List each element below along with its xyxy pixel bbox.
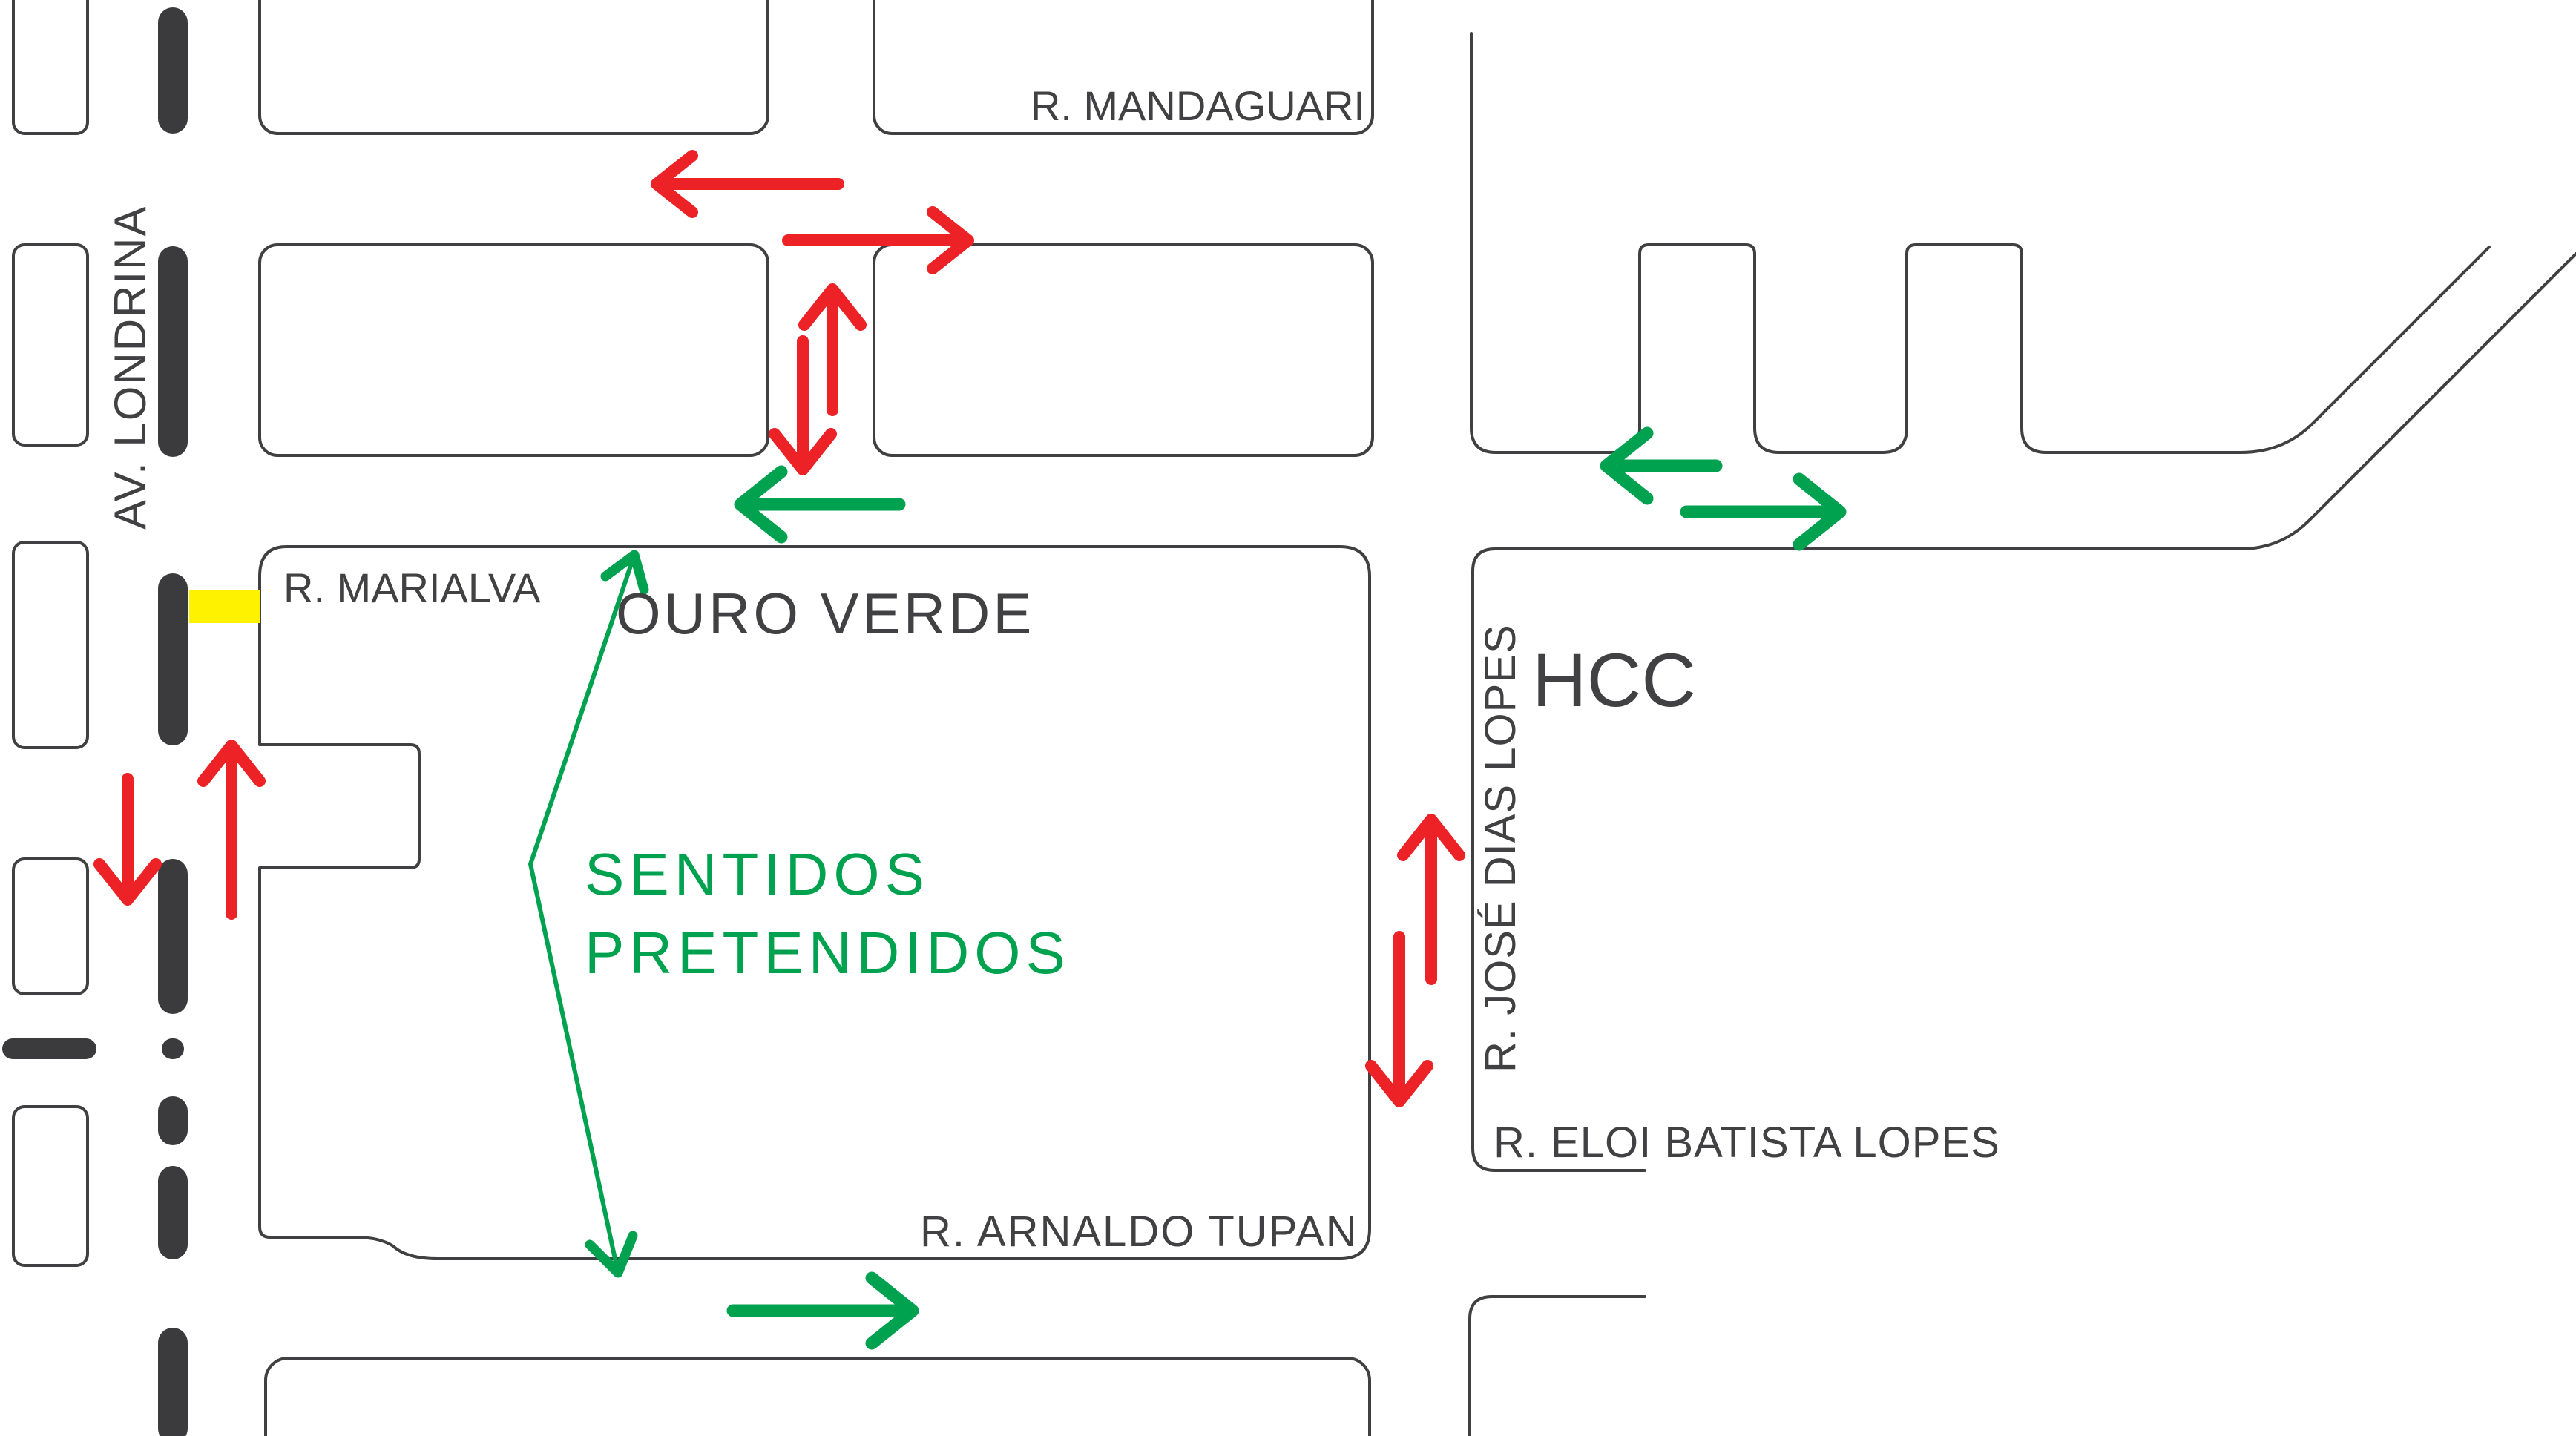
legend-pointer-head-down — [585, 1231, 638, 1278]
label-ouro-verde: OURO VERDE — [616, 581, 1034, 646]
median-dash — [158, 573, 188, 745]
block-west-row3 — [12, 541, 89, 749]
label-hcc: HCC — [1532, 638, 1696, 722]
block-west-row5 — [12, 1105, 89, 1267]
block-mandaguari — [873, 0, 1374, 135]
yellow-crossing-highlight — [189, 590, 260, 623]
label-r-jose-dias-lopes: R. JOSÉ DIAS LOPES — [1476, 624, 1525, 1073]
labels: R. MANDAGUARI AV. LONDRINA R. MARIALVA O… — [105, 82, 2000, 1256]
red-arrow-londrina-down-head — [93, 858, 162, 906]
label-sentidos: SENTIDOS — [585, 841, 930, 907]
red-arrows — [93, 150, 1465, 1107]
median-dash — [158, 246, 188, 457]
red-arrow-londrina-up-head — [197, 740, 266, 787]
median-dash-horizontal — [2, 1038, 96, 1059]
block-mid-right — [873, 243, 1374, 457]
block-west-row1 — [12, 0, 89, 135]
green-arrows — [726, 426, 1847, 1350]
label-av-londrina: AV. LONDRINA — [105, 205, 155, 530]
block-southeast — [1468, 1295, 1646, 1436]
green-arrow-tupan-head — [865, 1271, 919, 1350]
median-dash — [158, 1166, 188, 1259]
legend-pointer-head-up — [600, 550, 649, 595]
red-arrow-right-head — [927, 206, 974, 274]
block-ouro-verde — [258, 545, 1371, 1260]
block-hcc — [1471, 252, 2576, 1172]
label-r-eloi-batista-lopes: R. ELOI BATISTA LOPES — [1494, 1119, 2000, 1167]
av-londrina-median-dashes — [2, 7, 188, 1436]
block-mid-left — [258, 243, 769, 457]
legend-pointer — [528, 550, 649, 1278]
city-blocks — [12, 0, 2576, 1436]
red-arrow-up-head — [798, 283, 867, 331]
red-arrow-jdl-up-head — [1397, 814, 1465, 861]
red-arrow-jdl-down-head — [1365, 1060, 1433, 1107]
label-pretendidos: PRETENDIDOS — [585, 920, 1071, 986]
block-west-row2 — [12, 243, 89, 447]
green-arrow-ne-right-head — [1793, 472, 1847, 551]
red-arrow-left-head — [651, 150, 698, 218]
label-r-marialva: R. MARIALVA — [283, 564, 541, 611]
block-top-left — [258, 0, 769, 135]
median-dash — [158, 859, 188, 1014]
block-west-row4 — [12, 857, 89, 995]
label-r-arnaldo-tupan: R. ARNALDO TUPAN — [920, 1208, 1358, 1256]
red-arrow-down-head — [769, 428, 837, 475]
median-dash — [158, 1096, 188, 1145]
median-dot — [162, 1038, 184, 1059]
label-r-mandaguari: R. MANDAGUARI — [1031, 82, 1365, 129]
green-arrow-marialva-head — [734, 465, 788, 544]
block-south-central — [264, 1357, 1371, 1436]
median-dash — [158, 1328, 188, 1436]
median-dash — [158, 7, 188, 134]
green-arrow-ne-left-head — [1600, 426, 1654, 505]
legend-pointer-line — [528, 553, 637, 1275]
